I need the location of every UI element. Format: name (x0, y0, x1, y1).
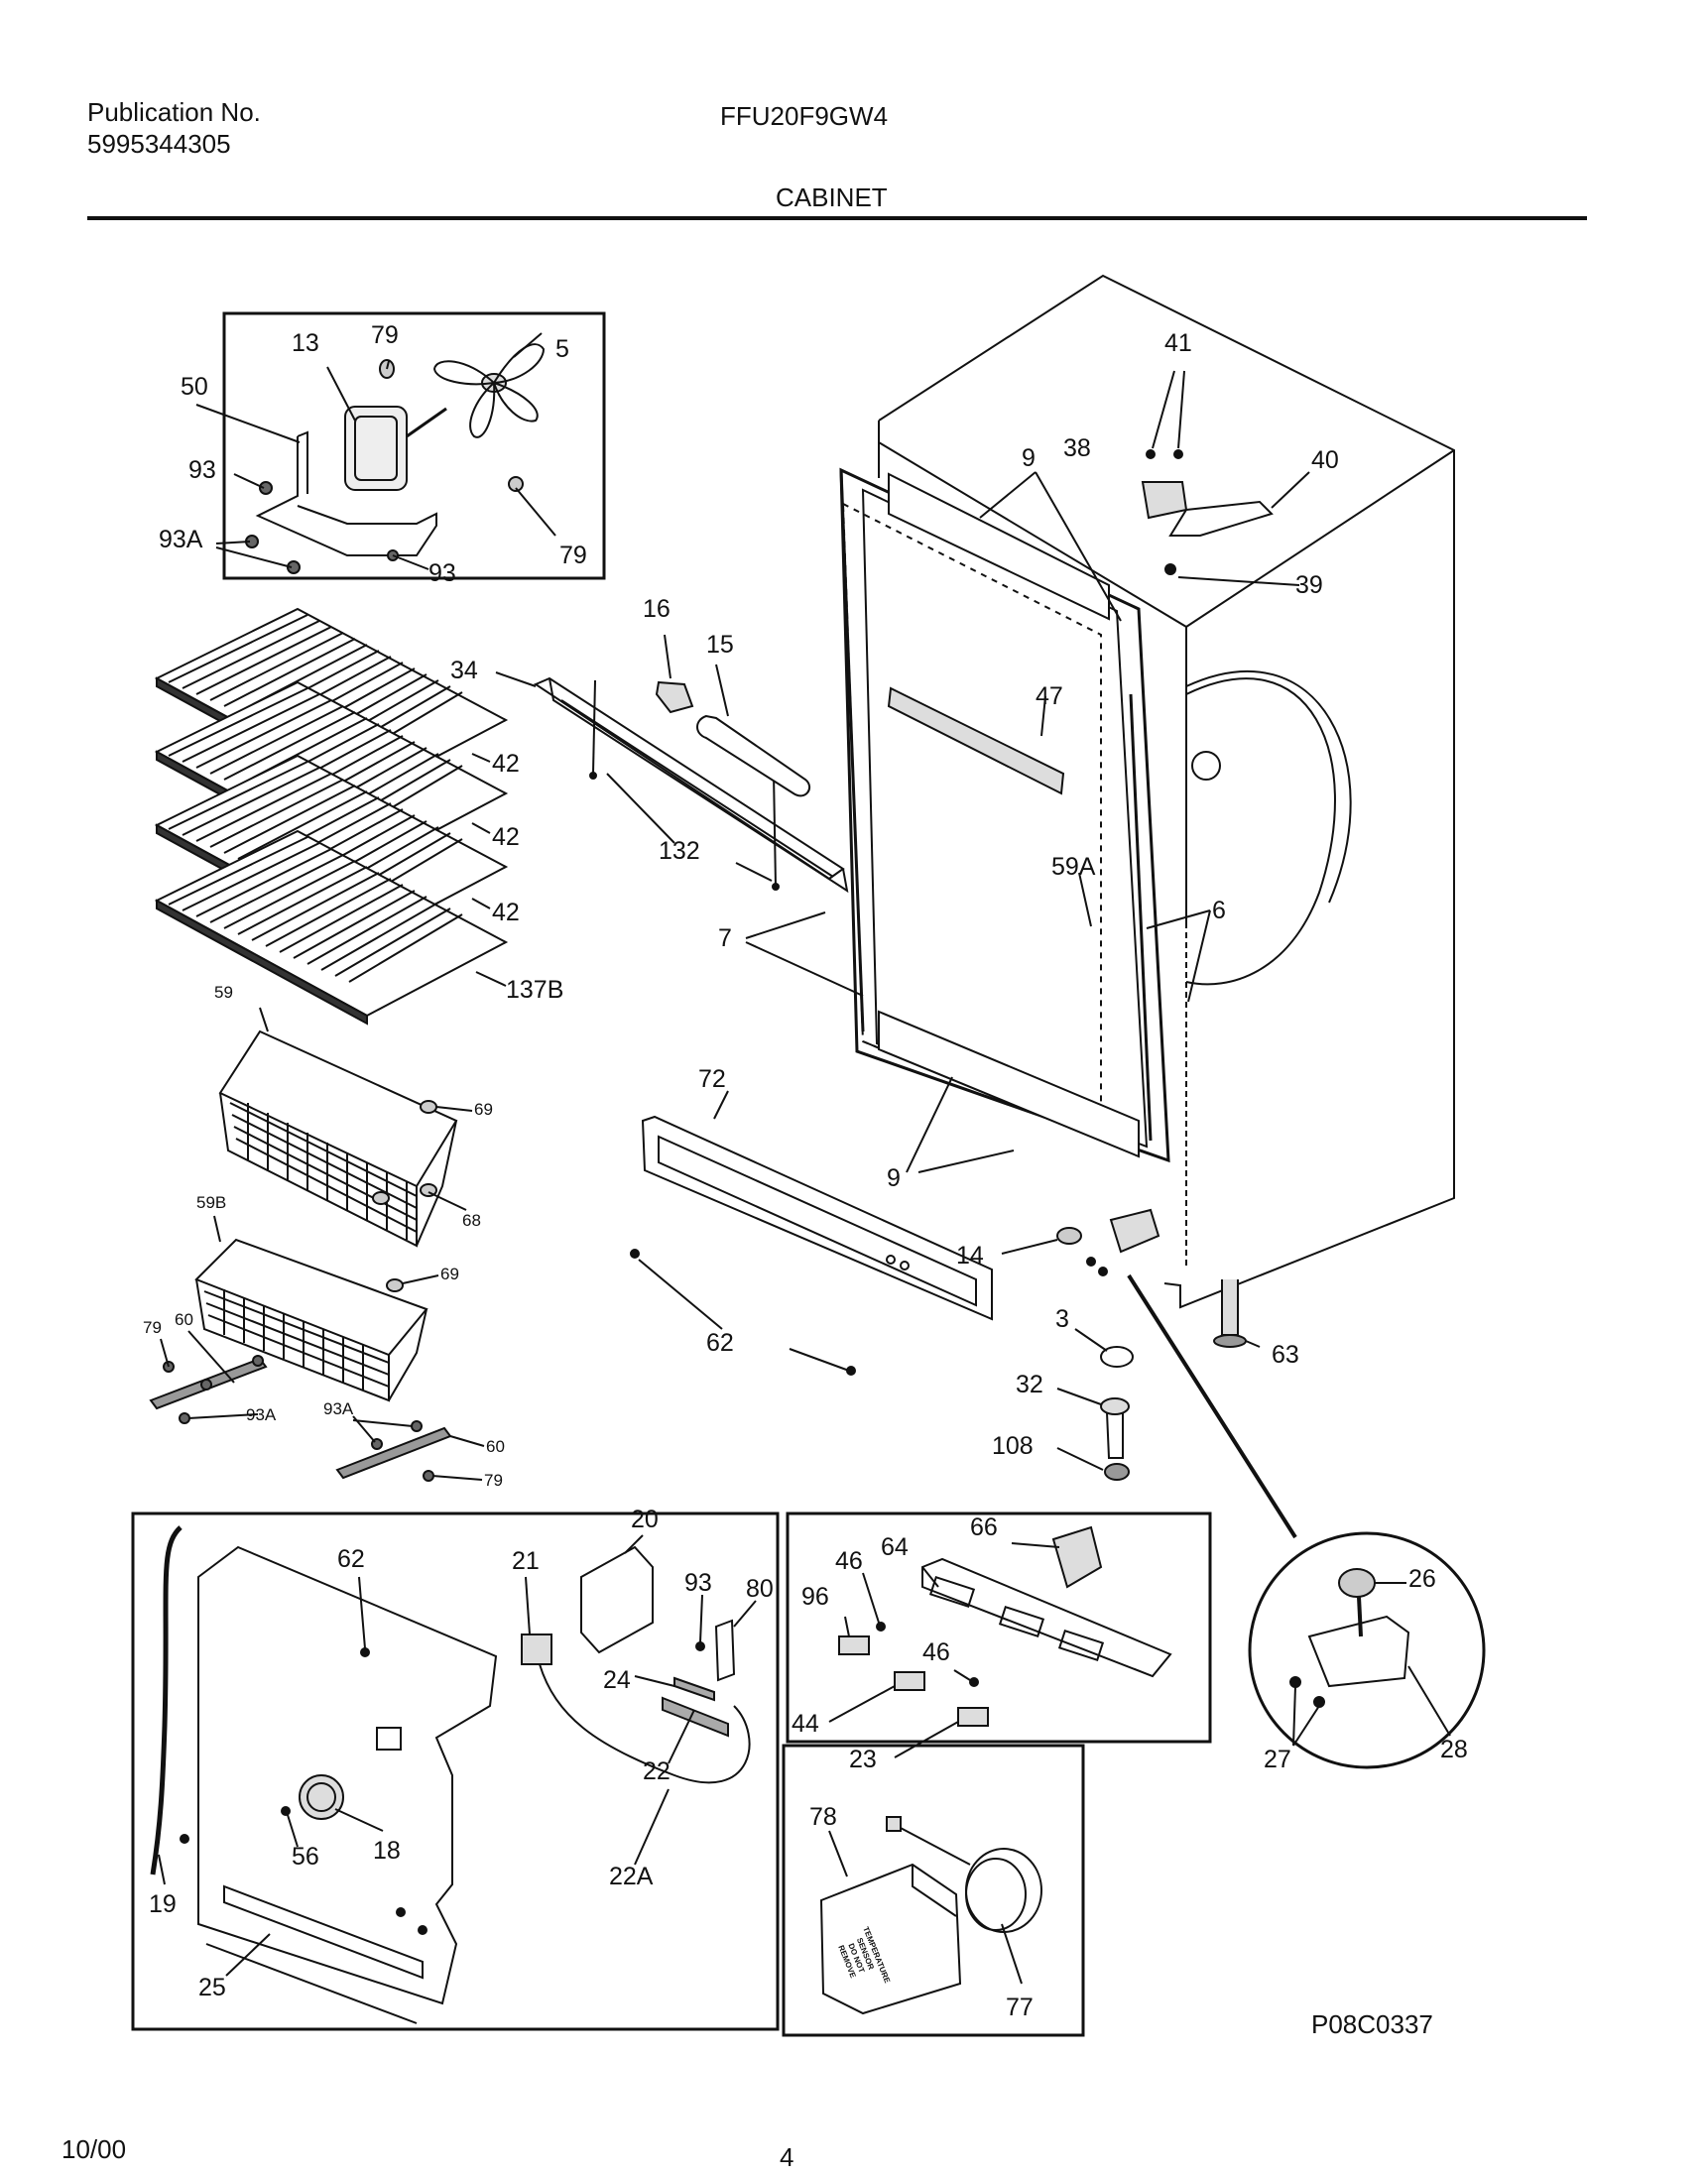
sensor-inset (782, 1744, 1085, 2037)
callout-liner-gasket-right: 6 (1212, 897, 1226, 924)
fan-assembly-inset (195, 311, 606, 580)
callout-slide: 60 (175, 1310, 193, 1329)
drawing-id: P08C0337 (1311, 2009, 1433, 2039)
callout-sensor-housing: 78 (809, 1803, 837, 1831)
callout-hinge-screws: 41 (1164, 329, 1192, 357)
callout-hinge-bushing: 26 (1408, 1565, 1436, 1593)
callout-gasket-top: 9 (1022, 444, 1036, 472)
callout-slide-screw: 93A (246, 1405, 277, 1424)
callout-switch-23: 23 (849, 1746, 877, 1773)
callout-defrost-timer: 21 (512, 1547, 540, 1575)
cabinet-body (745, 274, 1455, 1309)
callout-liner-clip: 59A (1051, 853, 1096, 881)
callout-bottom-hinge: 28 (1440, 1736, 1468, 1763)
callout-panel-screw: 46 (835, 1547, 863, 1575)
callout-harness: 22A (609, 1863, 654, 1890)
callout-bracket-screw-lower: 93A (159, 526, 203, 553)
callout-fan-nut: 79 (371, 321, 399, 349)
wire-shelves (154, 607, 509, 1026)
model-number: FFU20F9GW4 (720, 101, 889, 131)
callout-kick-plate-screws: 62 (706, 1329, 734, 1357)
callout-leveler: 108 (992, 1432, 1034, 1460)
callout-door-switch: 14 (956, 1242, 984, 1270)
callout-basket: 59 (214, 983, 233, 1002)
callout-leg: 63 (1272, 1341, 1299, 1369)
shelf (154, 829, 509, 1026)
callout-bottom-trim: 25 (198, 1974, 226, 2001)
bottom-hinge-detail (1248, 1531, 1486, 1769)
callout-liner-rail: 47 (1036, 682, 1063, 710)
callout-slide-screw-right: 93A (323, 1399, 354, 1418)
callout-fan-shroud: 20 (631, 1506, 659, 1533)
callout-basket-lower-stop: 69 (440, 1265, 459, 1283)
lower-basket (149, 1215, 485, 1482)
callout-hinge-block: 38 (1063, 434, 1091, 462)
callout-basket-roller: 68 (462, 1211, 481, 1230)
page-number: 4 (780, 2142, 794, 2172)
publication-number: 5995344305 (87, 129, 231, 159)
callout-heater: 22 (643, 1757, 671, 1785)
callout-indicator-light: 96 (801, 1583, 829, 1611)
footer-date: 10/00 (61, 2134, 127, 2164)
callout-switch-panel: 64 (881, 1533, 909, 1561)
callout-kick-plate: 72 (698, 1065, 726, 1093)
publication-label: Publication No. (87, 97, 261, 127)
callout-cover-screws: 132 (659, 837, 700, 865)
callout-leveler-cap: 3 (1055, 1305, 1069, 1333)
callout-hinge-screws-bottom: 27 (1264, 1746, 1291, 1773)
section-title: CABINET (776, 182, 888, 212)
callout-thermostat-clip: 16 (643, 595, 671, 623)
callout-labels: 13 79 5 50 93 93A 93 79 41 38 40 39 9 16… (143, 321, 1468, 2021)
callout-slide-nut: 79 (143, 1318, 162, 1337)
callout-bracket: 50 (181, 373, 208, 401)
callout-back-panel-screw: 62 (337, 1545, 365, 1573)
callout-bracket-screw: 93 (188, 456, 216, 484)
callout-shelf: 42 (492, 899, 520, 926)
switch-panel-inset (786, 1512, 1212, 1758)
callout-fan-motor: 13 (292, 329, 319, 357)
callout-gasket-bottom: 9 (887, 1164, 901, 1192)
callout-fan-nut-right: 79 (559, 542, 587, 569)
callout-evap-cover: 34 (450, 657, 478, 684)
callout-bracket-80: 80 (746, 1575, 774, 1603)
callout-liner-strip: 19 (149, 1890, 177, 1918)
callout-shelf: 42 (492, 750, 520, 778)
callout-drain-screw: 56 (292, 1843, 319, 1871)
callout-shelf: 42 (492, 823, 520, 851)
callout-slide-nut-right: 79 (484, 1471, 503, 1490)
callout-wire-screw: 93 (684, 1569, 712, 1597)
callout-top-hinge: 40 (1311, 446, 1339, 474)
callout-thermostat-tube: 15 (706, 631, 734, 659)
upper-basket (218, 1007, 473, 1248)
callout-hinge-washer: 39 (1295, 571, 1323, 599)
callout-heater-clip: 24 (603, 1666, 631, 1694)
header-rule (87, 216, 1587, 220)
callout-slide-right: 60 (486, 1437, 505, 1456)
evaporator-cover (495, 634, 849, 894)
callout-switch-harness: 66 (970, 1513, 998, 1541)
leveler-assembly (1001, 1208, 1297, 1539)
kick-plate (630, 1090, 993, 1376)
back-panel-inset (131, 1512, 780, 2031)
callout-switch-44: 44 (792, 1710, 819, 1738)
callout-basket-stop: 69 (474, 1100, 493, 1119)
callout-basket-lower: 59B (196, 1193, 226, 1212)
callout-leveler-washer: 32 (1016, 1371, 1043, 1398)
callout-fan-blade: 5 (555, 335, 569, 363)
callout-drain-grommet: 18 (373, 1837, 401, 1865)
top-hinge (1141, 370, 1310, 586)
callout-panel-screw-2: 46 (922, 1638, 950, 1666)
callout-liner-gasket: 7 (718, 924, 732, 952)
callout-bracket-screw-right: 93 (428, 559, 456, 587)
callout-shelf-bottom: 137B (506, 976, 563, 1004)
callout-sensor: 77 (1006, 1994, 1034, 2021)
